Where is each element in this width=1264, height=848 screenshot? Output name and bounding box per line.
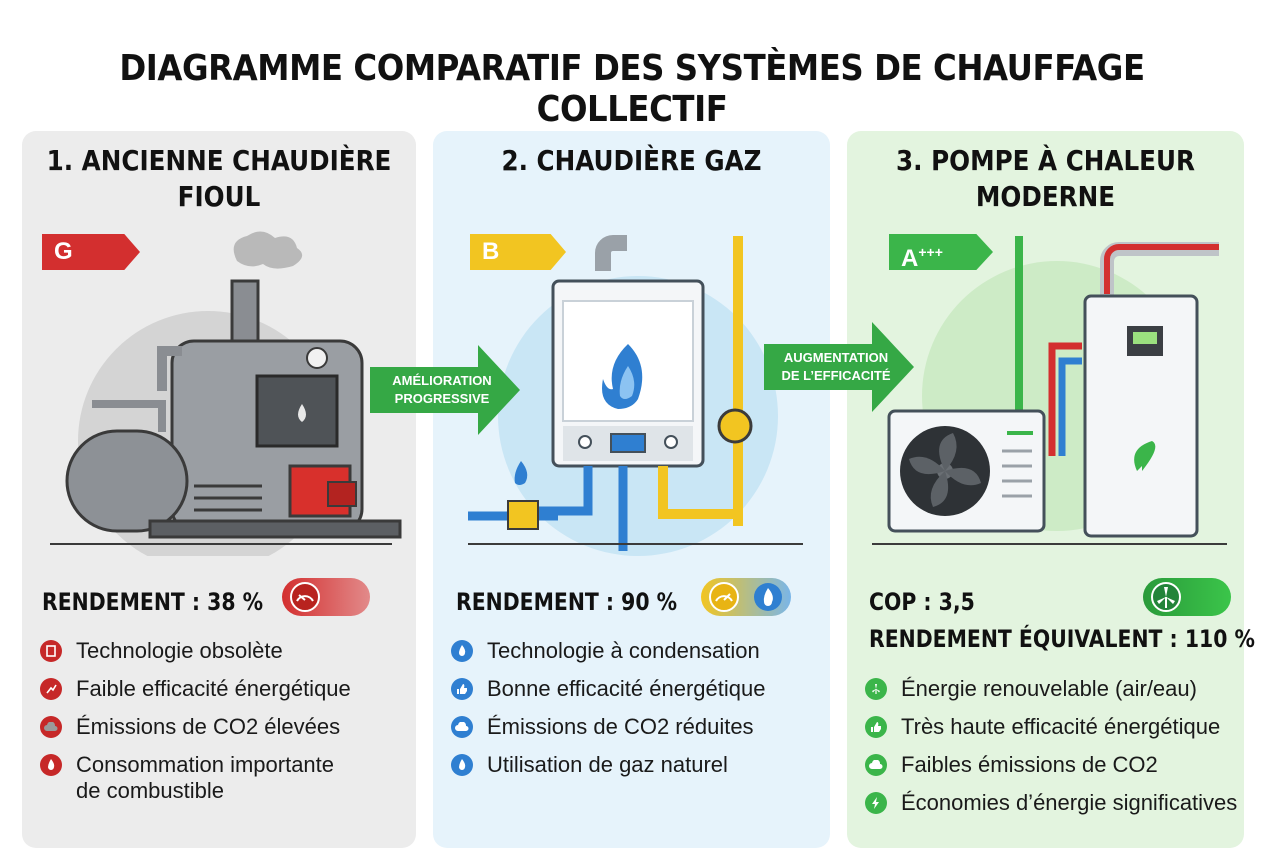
badge-superscript: +++ [918, 244, 943, 260]
low-efficiency-icon [40, 678, 62, 700]
smoke-cloud-icon [40, 716, 62, 738]
cop-metric: COP : 3,5 [869, 588, 975, 616]
feature-text: Faibles émissions de CO2 [901, 752, 1158, 777]
feature-text: Faible efficacité énergétique [76, 676, 351, 701]
panel-title-line1: 2. CHAUDIÈRE GAZ [501, 144, 762, 177]
efficiency-increase-arrow: AUGMENTATION DE L’EFFICACITÉ [764, 322, 914, 417]
panel-heat-pump: 3. POMPE À CHALEUR MODERNE A+++ COP : 3,… [847, 131, 1255, 848]
feature-text: Bonne efficacité énergétique [487, 676, 766, 701]
heat-pump-illustration [872, 236, 1227, 545]
panel-title-line2: FIOUL [177, 180, 261, 213]
panel-title-line1: 3. POMPE À CHALEUR [895, 144, 1196, 177]
improvement-arrow: AMÉLIORATION PROGRESSIVE [370, 345, 520, 440]
arrow-label-line2: DE L’EFFICACITÉ [781, 368, 890, 383]
list-item: Très haute efficacité énergétique [865, 714, 1220, 740]
list-item: Technologie à condensation [451, 638, 760, 664]
energy-class-badge: B [470, 234, 566, 270]
gauge-icon [290, 582, 320, 612]
gas-boiler-illustration [468, 235, 803, 556]
list-item: Faible efficacité énergétique [40, 676, 351, 702]
panel-title: 3. POMPE À CHALEUR MODERNE [871, 143, 1220, 215]
list-item: Bonne efficacité énergétique [451, 676, 765, 702]
gas-flame-icon [451, 754, 473, 776]
energy-class-badge: A+++ [889, 234, 993, 270]
wind-turbine-icon [865, 678, 887, 700]
feature-text: Économies d’énergie significatives [901, 790, 1238, 815]
cloud-icon [451, 716, 473, 738]
oil-boiler-illustration [50, 231, 402, 556]
panel-title-line1: 1. ANCIENNE CHAUDIÈRE [46, 144, 392, 177]
wind-turbine-icon [1151, 582, 1181, 612]
panel-gas-boiler: 2. CHAUDIÈRE GAZ B RENDEMENT : 90 % [433, 131, 830, 848]
flame-icon [40, 754, 62, 776]
feature-text: Émissions de CO2 réduites [487, 714, 754, 739]
gauge-icon [709, 582, 739, 612]
cloud-icon [865, 754, 887, 776]
panel-oil-boiler: 1. ANCIENNE CHAUDIÈRE FIOUL G RENDEMENT … [22, 131, 416, 848]
feature-text: Émissions de CO2 élevées [76, 714, 341, 739]
equivalent-efficiency-metric: RENDEMENT ÉQUIVALENT : 110 % [869, 625, 1255, 653]
feature-text: Très haute efficacité énergétique [901, 714, 1221, 739]
feature-text: Consommation importante de combustible [76, 752, 334, 804]
feature-text-line2: de combustible [76, 778, 224, 803]
energy-class-badge: G [42, 234, 140, 270]
efficiency-metric: RENDEMENT : 38 % [42, 588, 264, 616]
badge-letter: A [901, 245, 919, 272]
list-item: Faibles émissions de CO2 [865, 752, 1158, 778]
obsolete-icon [40, 640, 62, 662]
panel-title-line2: MODERNE [975, 180, 1116, 213]
gas-flame-icon [754, 583, 782, 611]
arrow-label-line1: AMÉLIORATION [392, 373, 491, 388]
arrow-label-line2: PROGRESSIVE [395, 391, 490, 406]
diagram-title: DIAGRAMME COMPARATIF DES SYSTÈMES DE CHA… [119, 48, 1145, 130]
list-item: Émissions de CO2 élevées [40, 714, 340, 740]
flame-icon [451, 640, 473, 662]
list-item: Économies d’énergie significatives [865, 790, 1237, 816]
feature-text: Utilisation de gaz naturel [487, 752, 728, 777]
feature-text: Technologie à condensation [487, 638, 760, 663]
lightning-icon [865, 792, 887, 814]
efficiency-gauge-pill [701, 578, 791, 616]
feature-text: Énergie renouvelable (air/eau) [901, 676, 1197, 701]
arrow-label-line1: AUGMENTATION [784, 350, 888, 365]
efficiency-gauge-pill [1143, 578, 1231, 616]
list-item: Émissions de CO2 réduites [451, 714, 754, 740]
list-item: Utilisation de gaz naturel [451, 752, 728, 778]
feature-text-line1: Consommation importante [76, 752, 335, 777]
panel-title: 2. CHAUDIÈRE GAZ [457, 143, 806, 179]
thumbs-up-icon [865, 716, 887, 738]
list-item: Technologie obsolète [40, 638, 283, 664]
list-item: Énergie renouvelable (air/eau) [865, 676, 1197, 702]
feature-text: Technologie obsolète [76, 638, 283, 663]
panel-title: 1. ANCIENNE CHAUDIÈRE FIOUL [46, 143, 393, 215]
list-item: Consommation importante de combustible [40, 752, 334, 804]
efficiency-metric: RENDEMENT : 90 % [456, 588, 678, 616]
thumbs-up-icon [451, 678, 473, 700]
efficiency-gauge-pill [282, 578, 370, 616]
